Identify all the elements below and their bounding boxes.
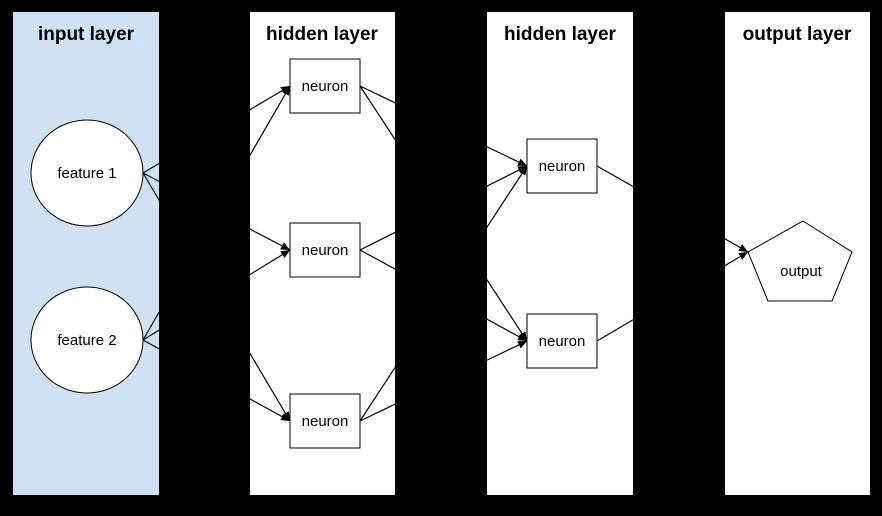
edge-h1n1-h2n1 (359, 85, 528, 167)
hidden-layer-2-title: hidden layer (504, 24, 617, 45)
node-hidden2-neuron-1: neuron (526, 138, 598, 194)
edge-feature1-h1n1 (142, 85, 291, 174)
node-feature-2: feature 2 (30, 286, 144, 394)
hidden-layer-2-panel-background (487, 12, 633, 495)
node-hidden1-neuron-2: neuron (289, 222, 361, 278)
output-label: output (780, 263, 823, 280)
edge-feature1-h1n2 (142, 172, 291, 251)
edges (142, 85, 749, 422)
hidden2-neuron-1-label: neuron (539, 158, 586, 175)
feature-2-label: feature 2 (57, 332, 116, 349)
hidden1-neuron-2-label: neuron (302, 242, 349, 259)
edge-feature2-h1n2 (142, 249, 291, 341)
feature-1-label: feature 1 (57, 165, 116, 182)
feature-1-circle (30, 119, 144, 227)
edge-feature2-h1n1 (142, 85, 291, 341)
panel-input-layer: input layer (13, 12, 159, 495)
hidden2-neuron-2-label: neuron (539, 333, 586, 350)
hidden1-neuron-1-box (289, 58, 361, 114)
output-layer-title: output layer (743, 24, 852, 45)
edge-feature1-h1n3 (142, 172, 291, 422)
panel-hidden-layer-2: hidden layer (487, 12, 633, 495)
output-pentagon (747, 220, 853, 302)
edge-h1n2-h2n2 (359, 249, 528, 342)
edge-h2n2-output (596, 251, 749, 342)
feature-2-circle (30, 286, 144, 394)
input-layer-panel-background (13, 12, 159, 495)
hidden1-neuron-1-label: neuron (302, 78, 349, 95)
node-feature-1: feature 1 (30, 119, 144, 227)
hidden-layer-1-title: hidden layer (266, 24, 379, 45)
edge-h1n2-h2n1 (359, 165, 528, 251)
input-layer-title: input layer (38, 24, 135, 45)
node-hidden1-neuron-1: neuron (289, 58, 361, 114)
node-output: output (747, 220, 853, 302)
edge-h1n1-h2n2 (359, 85, 528, 342)
node-hidden1-neuron-3: neuron (289, 393, 361, 449)
hidden1-neuron-3-label: neuron (302, 413, 349, 430)
edge-h1n3-h2n1 (359, 165, 528, 422)
hidden2-neuron-1-box (526, 138, 598, 194)
hidden1-neuron-2-box (289, 222, 361, 278)
hidden1-neuron-3-box (289, 393, 361, 449)
node-hidden2-neuron-2: neuron (526, 313, 598, 369)
edge-h2n1-output (596, 165, 749, 253)
edge-h1n3-h2n2 (359, 340, 528, 422)
edge-feature2-h1n3 (142, 339, 291, 422)
hidden2-neuron-2-box (526, 313, 598, 369)
